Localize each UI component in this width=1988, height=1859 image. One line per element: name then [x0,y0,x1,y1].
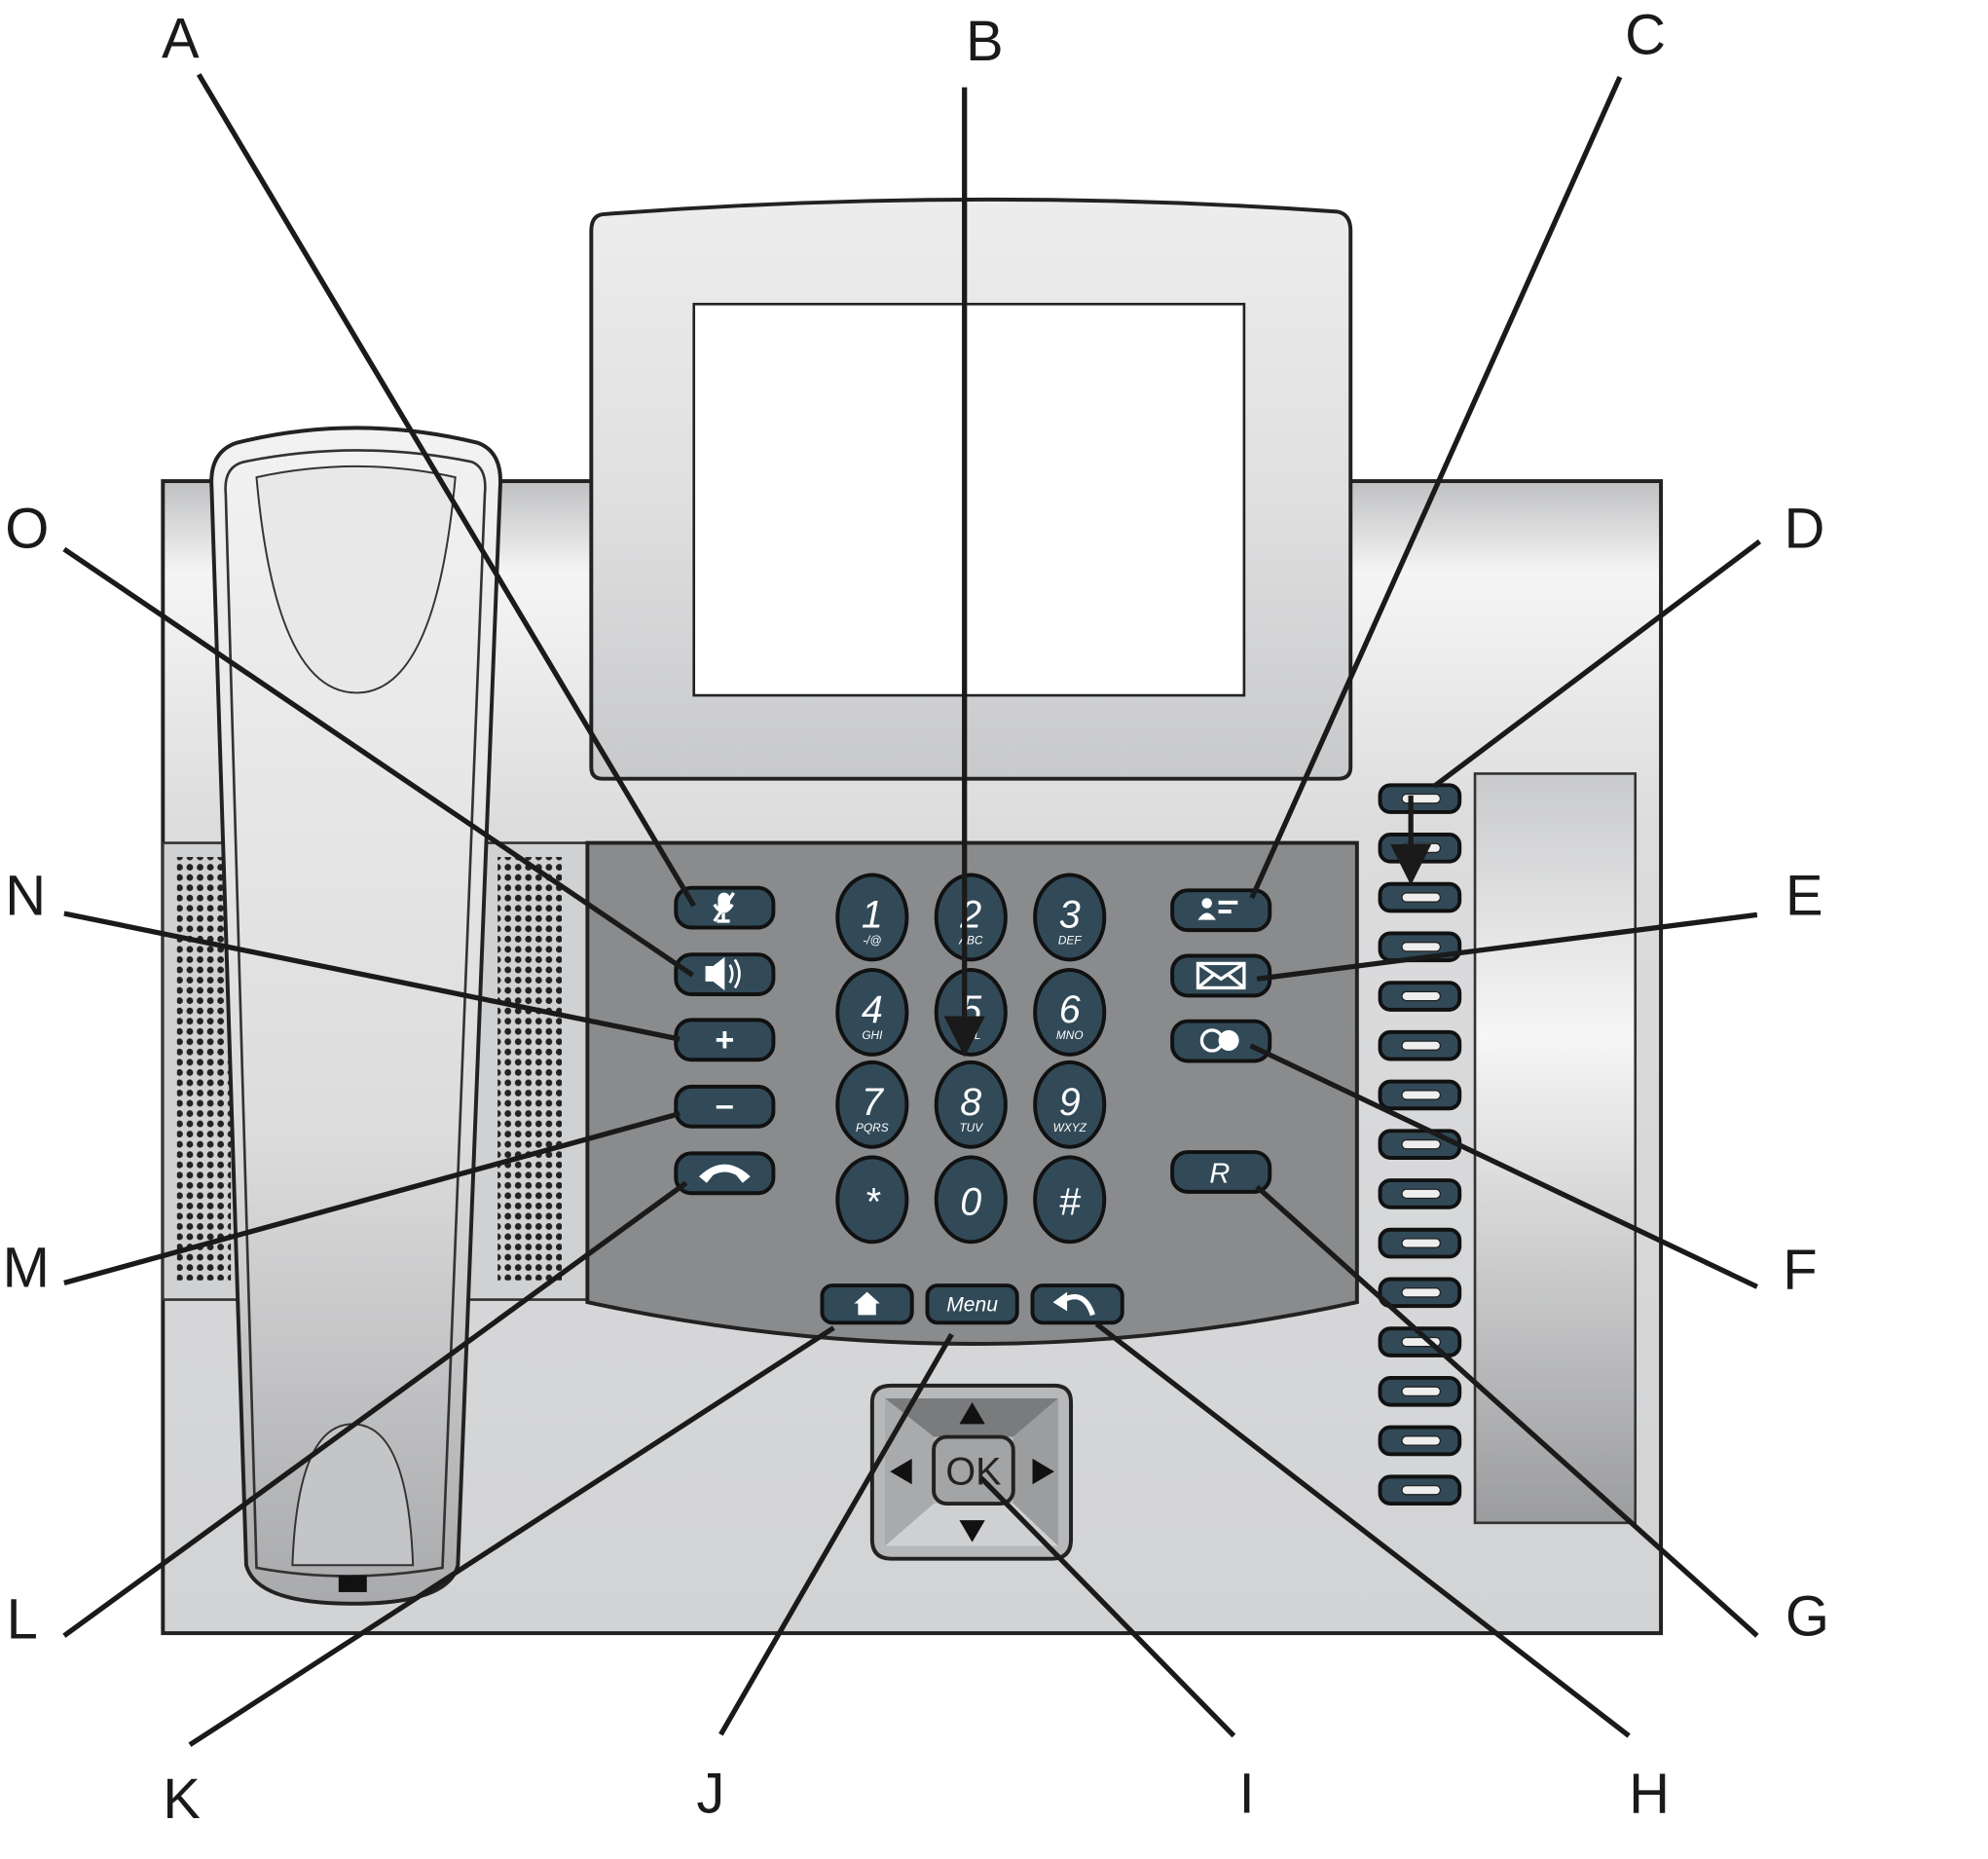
mute-icon [713,892,735,923]
conference-button[interactable] [1170,1019,1272,1063]
handset[interactable] [209,426,502,1606]
label-j: J [696,1764,724,1826]
volume-up-button[interactable]: + [674,1018,776,1062]
back-arrow-icon [1052,1291,1095,1317]
handset-icon [698,1164,751,1183]
label-d: D [1785,499,1825,561]
volume-down-button[interactable]: – [674,1084,776,1129]
dial-key-hash[interactable]: # [1033,1155,1107,1245]
nav-up-arrow-icon[interactable] [959,1401,985,1425]
label-g: G [1786,1586,1829,1649]
label-h: H [1629,1764,1670,1826]
ok-button[interactable]: OK [932,1434,1015,1506]
conference-icon [1199,1028,1239,1053]
mute-button[interactable] [674,885,776,930]
callout-labels: A B C D E F G H I J K L M N O [3,4,1829,1830]
minus-label: – [716,1087,734,1124]
programmable-key[interactable] [1378,1227,1462,1259]
nav-left-arrow-icon[interactable] [890,1458,912,1485]
dial-key-k0[interactable]: 0 [934,1155,1008,1245]
dial-key-digit: # [1059,1181,1082,1224]
programmable-key[interactable] [1378,1129,1462,1160]
dial-key-letters: DEF [1058,934,1082,948]
speaker-button[interactable] [674,952,776,997]
function-key-column [1378,783,1462,1506]
label-c: C [1625,4,1666,66]
dial-key-letters: ABC [958,934,983,948]
dial-key-letters: GHI [862,1028,883,1042]
navigation-pad[interactable]: OK [869,1383,1074,1561]
programmable-key[interactable] [1378,1425,1462,1457]
menu-button[interactable]: Menu [925,1283,1019,1325]
dial-key-digit: 9 [1059,1081,1081,1124]
label-m: M [3,1237,50,1299]
programmable-key[interactable] [1378,1178,1462,1209]
label-e: E [1786,865,1823,927]
programmable-key[interactable] [1378,783,1462,814]
display-screen [692,302,1246,697]
speaker-grille-right [497,857,563,1281]
nav-right-arrow-icon[interactable] [1032,1458,1054,1485]
nav-down-arrow-icon[interactable] [959,1520,985,1543]
home-icon [854,1291,880,1316]
dial-key-digit: 6 [1059,988,1081,1031]
home-button[interactable] [820,1283,914,1325]
label-b: B [966,11,1004,73]
dial-key-digit: * [865,1181,881,1224]
hook-button[interactable] [674,1151,776,1196]
back-button[interactable] [1030,1283,1124,1325]
dial-key-star[interactable]: * [835,1155,909,1245]
label-strip [1473,772,1638,1525]
programmable-key[interactable] [1378,881,1462,913]
envelope-icon [1196,961,1246,990]
dial-key-digit: 4 [862,988,883,1031]
label-o: O [5,499,49,561]
dial-key-letters: MNO [1056,1028,1084,1042]
dial-key-letters: PQRS [856,1121,889,1134]
speaker-icon [705,956,741,991]
programmable-key[interactable] [1378,1029,1462,1061]
recall-button[interactable]: R [1170,1150,1272,1194]
dial-key-letters: TUV [959,1121,983,1134]
label-k: K [163,1768,201,1831]
programmable-key[interactable] [1378,1079,1462,1111]
programmable-key[interactable] [1378,1375,1462,1407]
label-f: F [1783,1240,1817,1302]
phonebook-button[interactable] [1170,888,1272,933]
dial-key-digit: 8 [960,1081,981,1124]
label-a: A [162,8,200,70]
label-i: I [1239,1764,1255,1826]
menu-label: Menu [946,1293,998,1316]
message-button[interactable] [1170,953,1272,998]
recall-label: R [1209,1159,1230,1190]
programmable-key[interactable] [1378,833,1462,864]
label-l: L [7,1588,38,1651]
dial-key-digit: 3 [1059,894,1081,937]
plus-label: + [715,1022,734,1059]
programmable-key[interactable] [1378,1474,1462,1506]
speaker-grille-left [176,857,232,1281]
dial-key-digit: 1 [862,894,883,937]
dial-key-digit: 7 [862,1081,885,1124]
contacts-icon [1197,898,1238,920]
dial-key-k1[interactable]: 1-/@ [835,873,909,962]
dial-key-letters: -/@ [863,934,881,948]
dial-key-digit: 0 [960,1181,981,1224]
programmable-key[interactable] [1378,1277,1462,1309]
leader-lines [62,73,1762,1747]
programmable-key[interactable] [1378,981,1462,1012]
label-n: N [5,865,46,927]
dial-key-letters: WXYZ [1053,1121,1087,1134]
